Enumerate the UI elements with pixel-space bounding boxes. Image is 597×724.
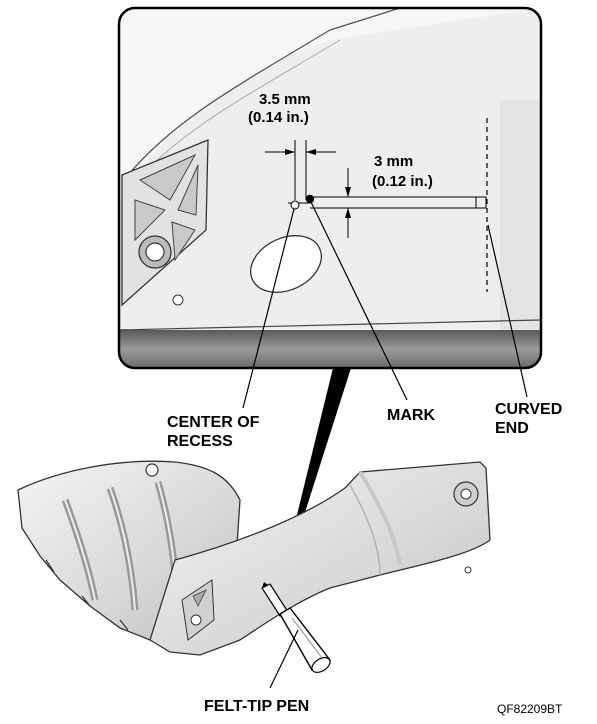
oval-recess	[250, 235, 322, 293]
dim-horizontal-imperial: (0.14 in.)	[248, 109, 309, 126]
dim-vertical-imperial: (0.12 in.)	[372, 173, 433, 190]
leader-felt-tip-pen	[269, 629, 299, 689]
label-curved-end-line2: END	[495, 420, 529, 437]
panel-bottom-band	[119, 330, 541, 368]
heat-shield-part	[17, 460, 491, 656]
label-curved-end-line1: CURVED	[495, 401, 562, 418]
dim-vertical-metric: 3 mm	[374, 153, 413, 170]
dim-horizontal-metric: 3.5 mm	[259, 91, 311, 108]
label-felt-tip-pen: FELT-TIP PEN	[204, 698, 309, 715]
dimension-horizontal	[265, 140, 336, 200]
panel-edge	[127, 8, 401, 176]
label-center-of-recess-line1: CENTER OF	[167, 414, 260, 431]
leader-mark	[310, 201, 408, 401]
felt-tip-pen	[261, 582, 332, 673]
leader-center-of-recess	[242, 208, 295, 409]
bracket-lattice	[121, 139, 209, 307]
figure-code: QF82209BT	[497, 702, 563, 716]
mark-dot	[305, 194, 315, 204]
center-of-recess-point	[290, 200, 300, 210]
label-mark: MARK	[387, 407, 435, 424]
zoom-inset	[117, 6, 543, 370]
label-center-of-recess-line2: RECESS	[167, 433, 233, 450]
leader-curved-end	[487, 224, 528, 398]
